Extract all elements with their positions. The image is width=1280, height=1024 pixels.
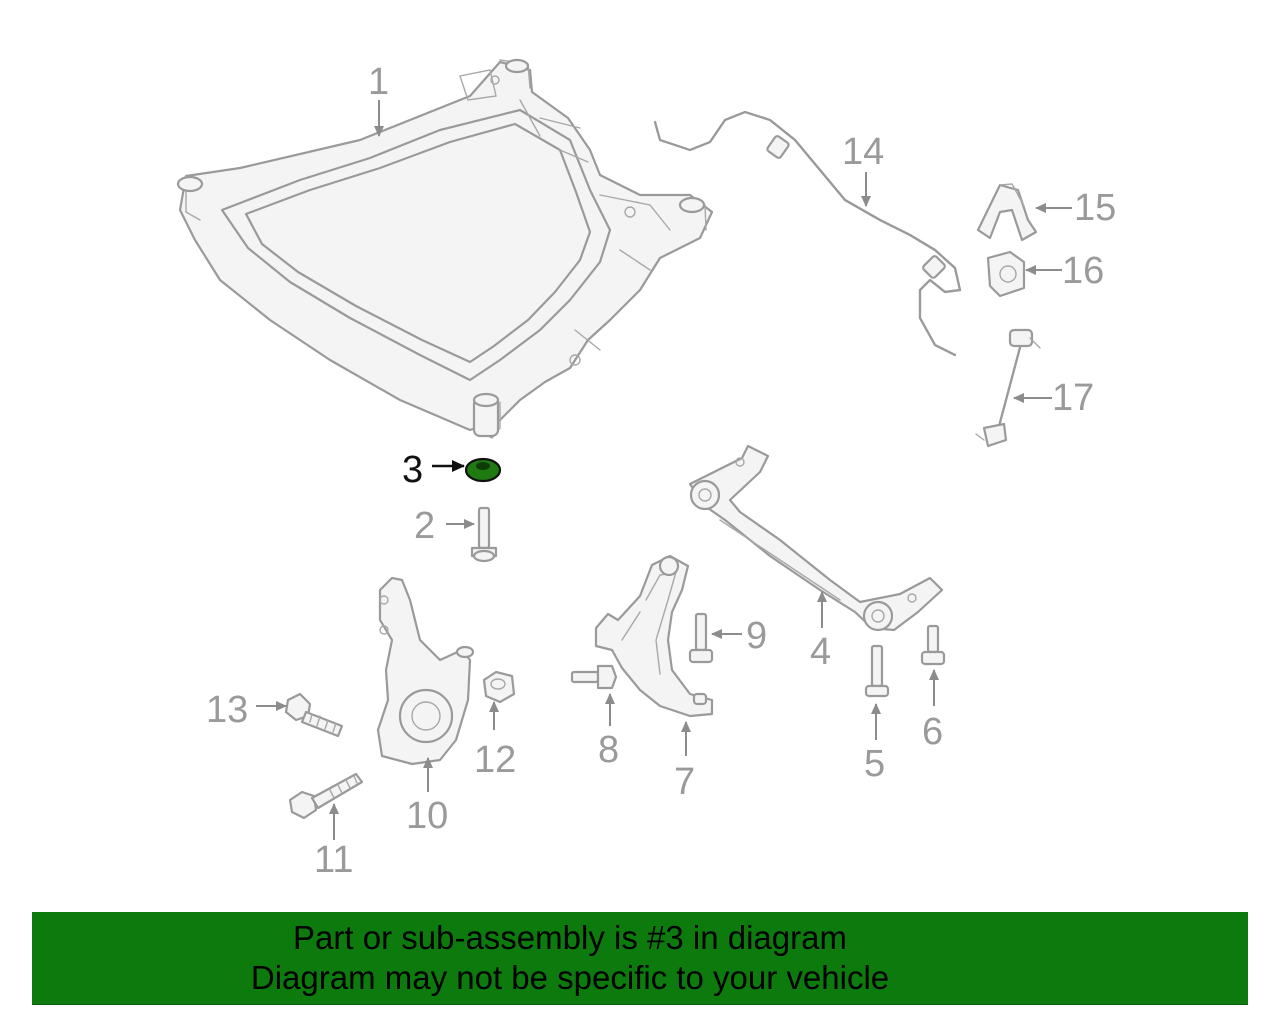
member-bar-part: [688, 444, 944, 632]
knuckle-bolt-part-13: [284, 692, 344, 738]
steering-knuckle-part: [376, 576, 475, 766]
callout-16: 16: [1062, 250, 1104, 292]
callout-1: 1: [368, 61, 389, 103]
callout-4: 4: [810, 631, 831, 673]
banner-part-number-text: Part or sub-assembly is #3 in diagram: [293, 919, 847, 956]
callout-8: 8: [598, 729, 619, 771]
stabilizer-bushing-part: [986, 250, 1026, 298]
stabilizer-bar-part: [653, 110, 962, 357]
callout-3: 3: [402, 449, 423, 491]
callout-9: 9: [746, 615, 767, 657]
callout-6: 6: [922, 711, 943, 753]
banner-disclaimer-text: Diagram may not be specific to your vehi…: [250, 959, 890, 996]
callout-17: 17: [1052, 377, 1094, 419]
callout-5: 5: [864, 743, 885, 785]
callout-12: 12: [474, 739, 516, 781]
callout-10: 10: [406, 795, 448, 837]
member-bolt-part-6: [920, 624, 946, 666]
subframe-bolt-part: [470, 506, 498, 563]
callout-13: 13: [206, 689, 248, 731]
stabilizer-link-part: [975, 328, 1041, 448]
part-info-banner: Part or sub-assembly is #3 in diagram Di…: [32, 912, 1248, 1005]
callout-2: 2: [414, 505, 435, 547]
callout-14: 14: [842, 131, 884, 173]
stabilizer-bracket-part: [976, 183, 1038, 242]
nut-part: [482, 670, 516, 704]
lower-control-arm-part: [594, 554, 714, 718]
arm-bolt-part-9: [688, 612, 714, 664]
arm-bolt-part-8: [570, 664, 618, 690]
member-bolt-part-5: [864, 644, 890, 698]
highlighted-washer-part: [464, 457, 502, 483]
callout-15: 15: [1074, 187, 1116, 229]
leader-lines: [256, 100, 1072, 840]
callout-11: 11: [314, 839, 353, 881]
knuckle-bolt-part-11: [288, 772, 364, 820]
subframe-part: [176, 58, 714, 439]
callout-7: 7: [674, 761, 695, 803]
